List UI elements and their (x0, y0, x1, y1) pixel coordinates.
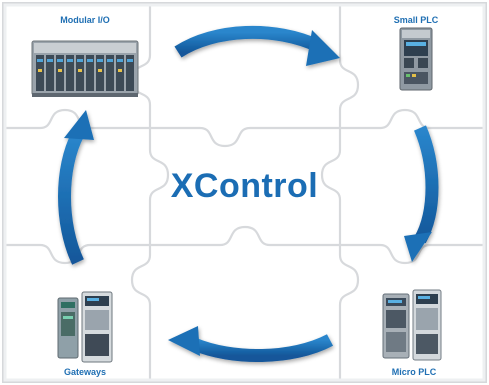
label-small-plc: Small PLC (393, 15, 439, 25)
arrow-bottom (168, 326, 334, 363)
label-gateways: Gateways (63, 367, 107, 377)
cycle-arrows (58, 25, 439, 363)
arrow-top (174, 25, 340, 66)
micro-plc-device-icon (382, 289, 442, 361)
label-modular-io: Modular I/O (60, 15, 110, 25)
arrow-left (58, 110, 94, 265)
center-title: XControl (170, 167, 319, 205)
gateways-device-icon (57, 291, 113, 363)
modular-io-device-icon (31, 40, 139, 97)
arrow-right (404, 125, 439, 262)
small-plc-device-icon (399, 27, 433, 91)
label-micro-plc: Micro PLC (391, 367, 437, 377)
